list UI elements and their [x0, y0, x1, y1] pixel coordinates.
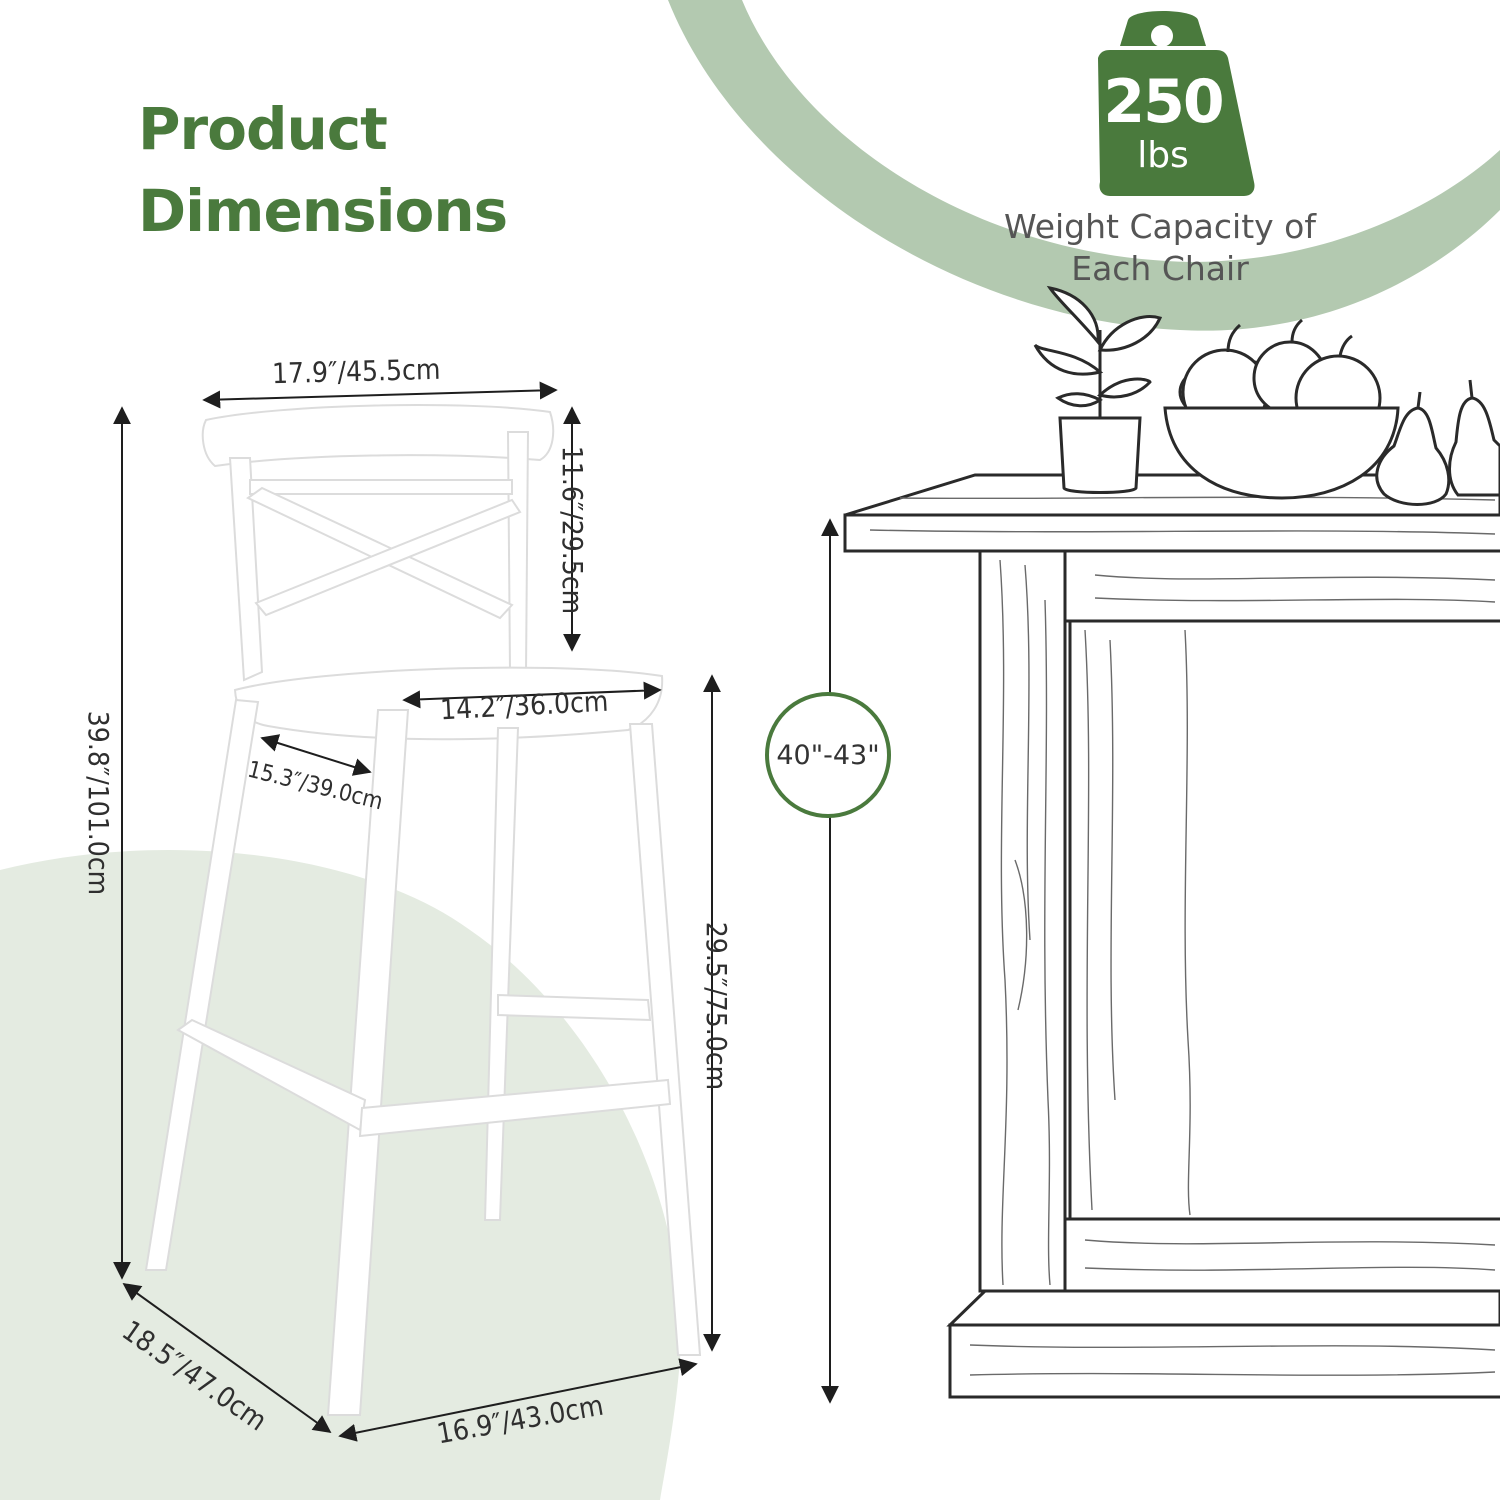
weight-capacity-caption: Weight Capacity of Each Chair: [960, 206, 1360, 290]
dimension-arrows: [113, 381, 839, 1442]
top-arc: [668, 0, 1500, 331]
page-title: Product Dimensions: [138, 88, 508, 252]
arrow-seat-width: [402, 681, 662, 709]
weight-caption-line-2: Each Chair: [1071, 249, 1249, 288]
weight-capacity-value: 250: [1103, 67, 1224, 137]
dim-backrest-width: 17.9″/45.5cm: [271, 352, 441, 391]
dim-backrest-height: 11.6″/29.5cm: [556, 445, 590, 615]
counter-illustration: [843, 285, 1500, 1399]
weight-caption-line-1: Weight Capacity of: [1004, 207, 1316, 246]
counter-height-badge: 40"-43": [765, 692, 891, 818]
weight-capacity-unit: lbs: [1137, 135, 1189, 176]
counter-height-label: 40"-43": [776, 739, 880, 771]
arrow-base-width: [338, 1358, 698, 1442]
bar-chair-illustration: [144, 404, 702, 1416]
arrow-backrest-width: [202, 381, 558, 409]
arrow-seat-depth: [260, 734, 372, 776]
arrow-base-depth: [122, 1282, 332, 1434]
title-line-1: Product: [138, 95, 388, 163]
dim-total-height: 39.8″/101.0cm: [82, 710, 116, 896]
title-line-2: Dimensions: [138, 177, 508, 245]
weight-icon: [1098, 11, 1255, 196]
dim-seat-height: 29.5″/75.0cm: [700, 921, 734, 1091]
